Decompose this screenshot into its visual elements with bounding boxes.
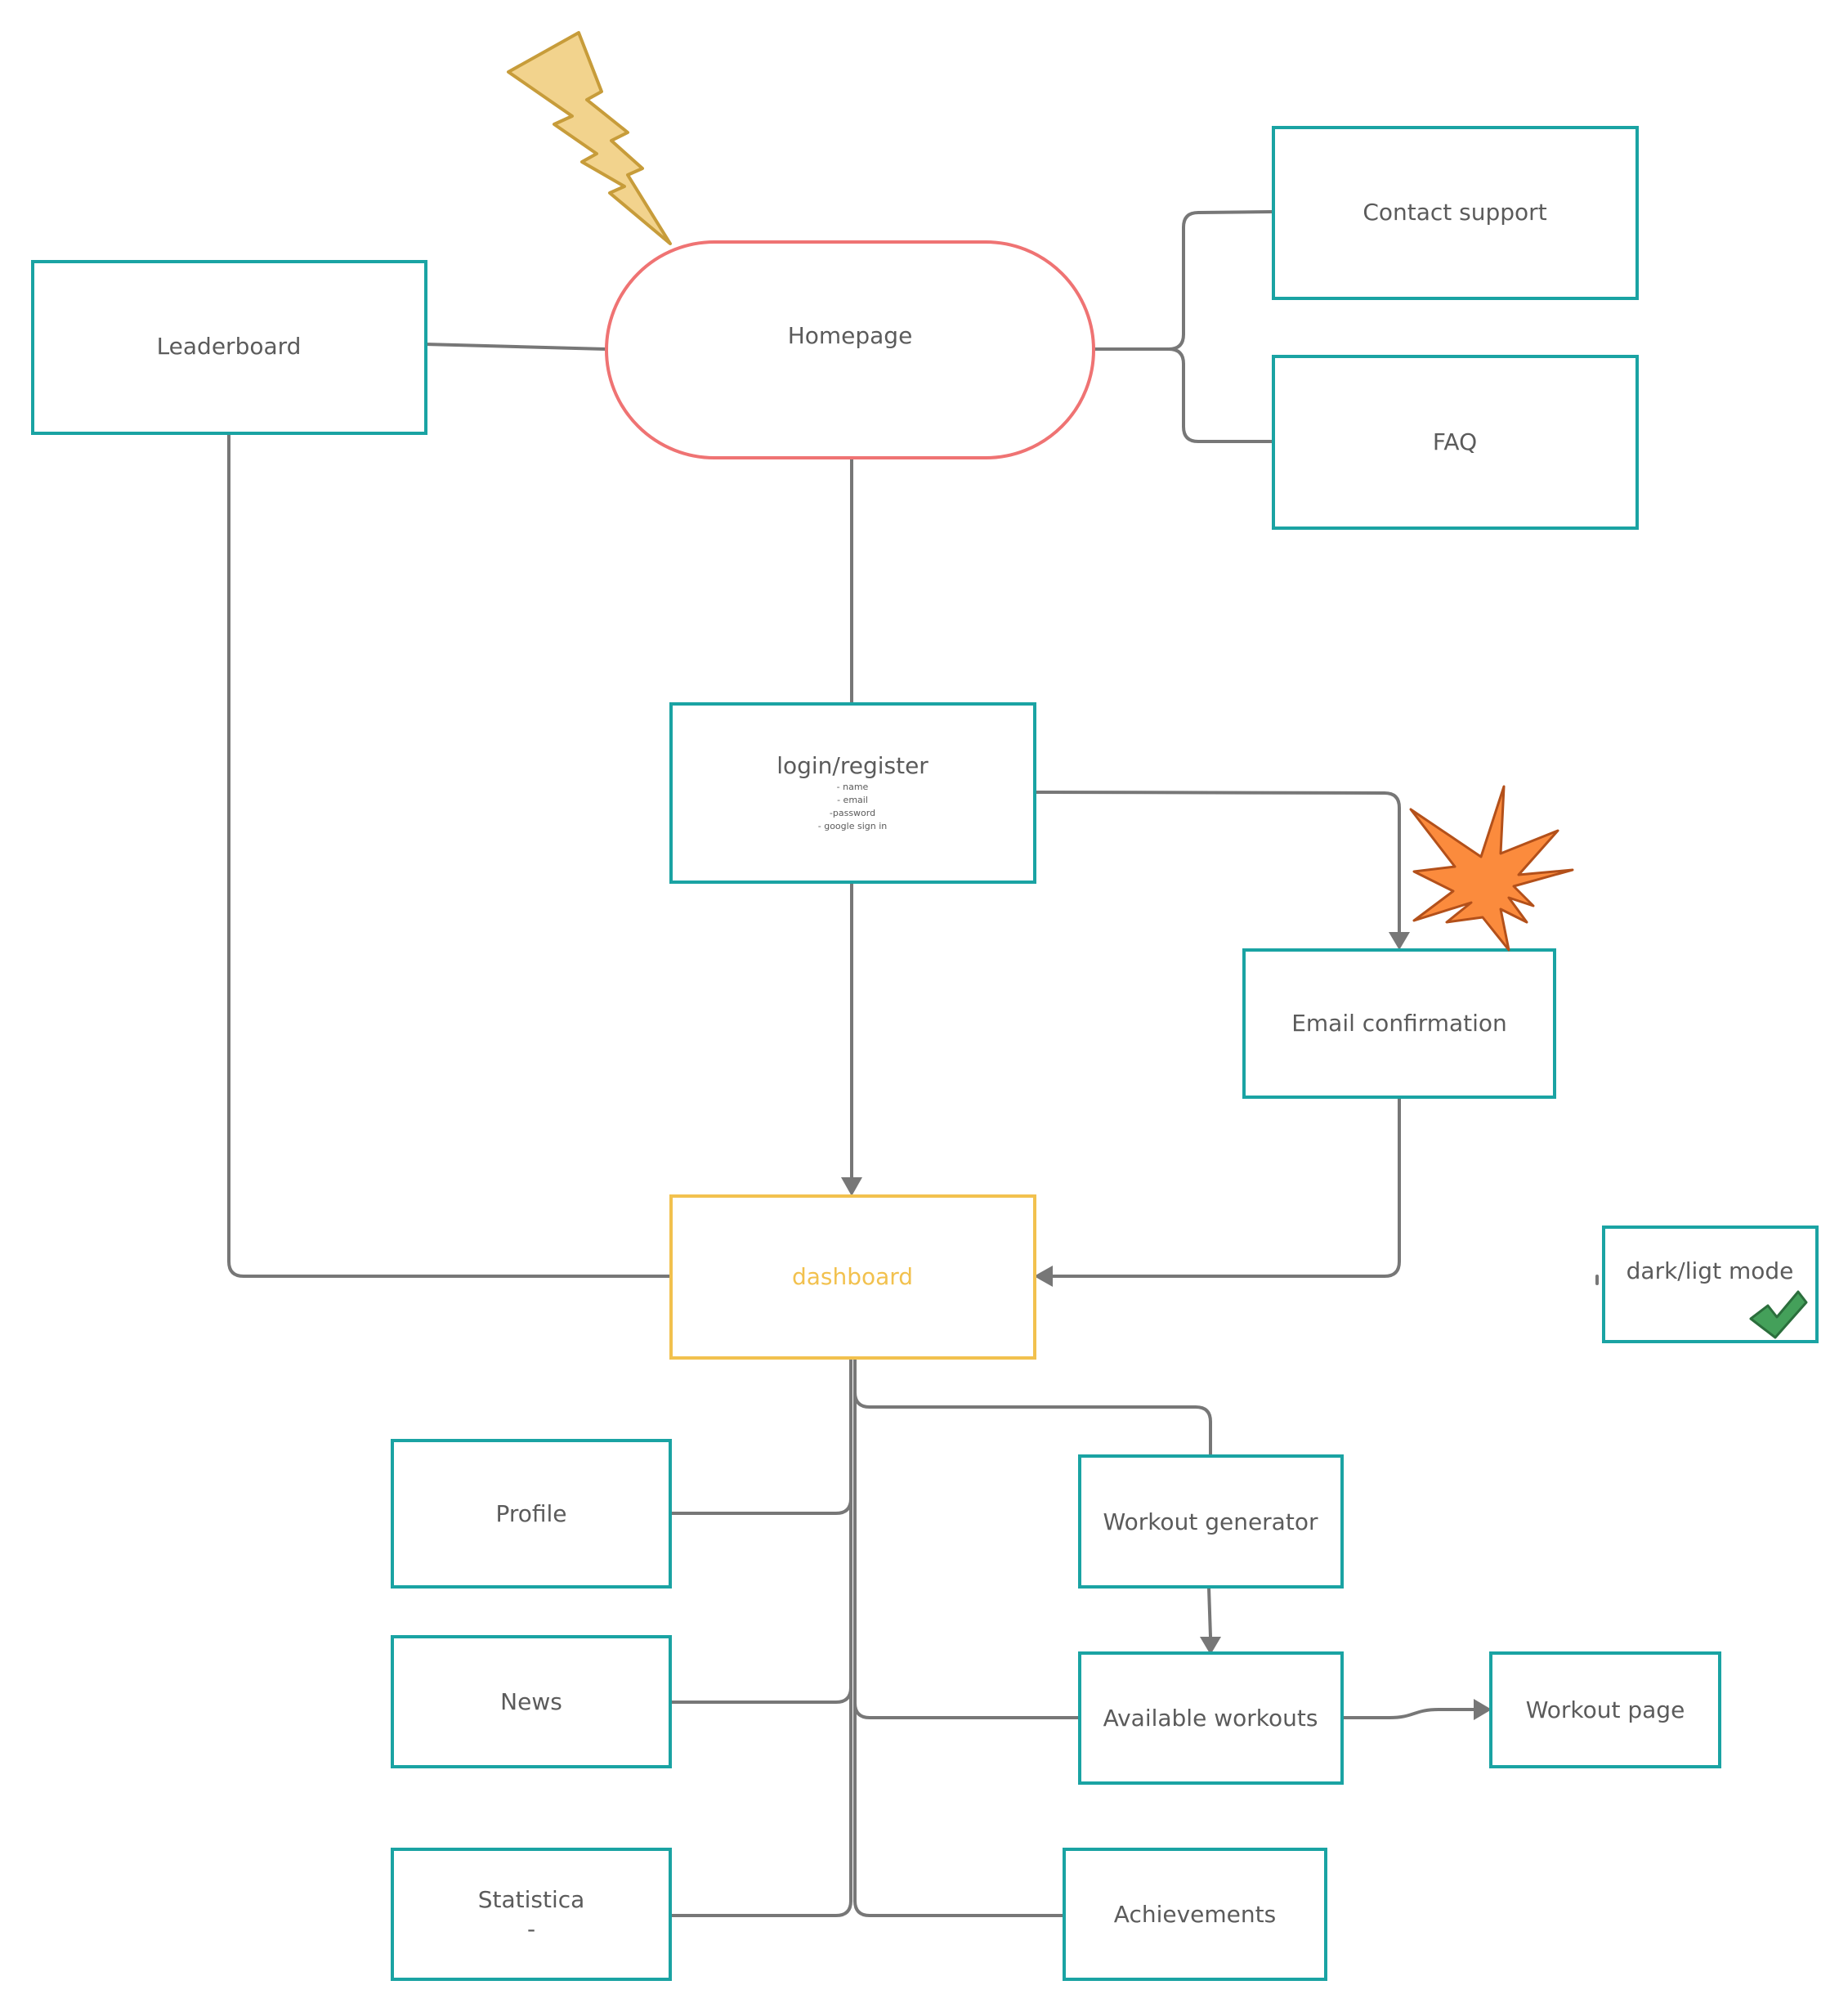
node-email-confirmation[interactable]: Email confirmation [1242, 948, 1556, 1099]
edge-leaderboard-dashboard [227, 432, 672, 1278]
homepage-shape [605, 240, 1095, 459]
arrow-available-workout-page [1474, 1699, 1492, 1720]
email-confirmation-box [1242, 948, 1556, 1099]
node-profile[interactable]: Profile [391, 1439, 672, 1589]
login-detail-password: -password [830, 808, 875, 818]
node-leaderboard[interactable]: Leaderboard [31, 260, 427, 435]
checkmark-icon [1749, 1290, 1808, 1339]
achievements-box [1063, 1848, 1327, 1981]
arrow-generator-available [1200, 1637, 1221, 1655]
login-register-title: login/register [776, 752, 928, 779]
node-workout-page[interactable]: Workout page [1489, 1651, 1721, 1768]
edges [227, 210, 1599, 1917]
login-detail-google: - google sign in [818, 821, 888, 831]
edge-dashboard-workout-generator [853, 1391, 1212, 1457]
statistica-title: Statistica [478, 1886, 585, 1913]
node-login-register[interactable]: login/register - name - email -password … [669, 702, 1036, 884]
faq-box [1272, 355, 1639, 530]
dark-light-mode-label: dark/ligt mode [1627, 1257, 1794, 1284]
contact-support-label: Contact support [1363, 199, 1546, 226]
workout-page-label: Workout page [1526, 1696, 1685, 1723]
edge-dashboard-available-workouts [853, 1701, 1081, 1719]
login-detail-name: - name [837, 782, 869, 792]
news-label: News [500, 1688, 562, 1715]
homepage-label: Homepage [788, 322, 913, 349]
contact-support-box [1272, 126, 1639, 300]
explosion-burst-icon [1409, 785, 1574, 952]
faq-label: FAQ [1433, 428, 1477, 455]
dashboard-box [669, 1194, 1036, 1360]
node-workout-generator[interactable]: Workout generator [1078, 1454, 1344, 1589]
edge-dashboard-statistica [669, 1899, 852, 1917]
node-contact-support[interactable]: Contact support [1272, 126, 1639, 300]
arrow-email-dashboard [1034, 1266, 1053, 1287]
statistica-sub: - [527, 1916, 535, 1943]
arrow-login-email [1389, 932, 1410, 950]
dashboard-label: dashboard [792, 1263, 913, 1290]
node-dashboard[interactable]: dashboard [669, 1194, 1036, 1360]
leaderboard-label: Leaderboard [157, 333, 302, 360]
workout-generator-label: Workout generator [1103, 1508, 1318, 1535]
email-confirmation-label: Email confirmation [1291, 1010, 1507, 1037]
statistica-box [391, 1848, 672, 1981]
available-workouts-label: Available workouts [1103, 1705, 1318, 1732]
node-statistica[interactable]: Statistica - [391, 1848, 672, 1981]
dark-light-mode-box [1602, 1226, 1819, 1343]
profile-label: Profile [495, 1500, 566, 1527]
lightning-bolt-icon [507, 31, 672, 245]
achievements-label: Achievements [1114, 1901, 1276, 1928]
edge-login-email [1033, 791, 1401, 934]
profile-box [391, 1439, 672, 1589]
edge-dashboard-profile [669, 1497, 852, 1515]
edge-generator-available [1207, 1586, 1212, 1638]
node-homepage[interactable]: Homepage [605, 240, 1095, 459]
node-available-workouts[interactable]: Available workouts [1078, 1651, 1344, 1785]
arrow-login-dashboard [841, 1177, 862, 1196]
edge-dashboard-news [669, 1686, 852, 1704]
edge-homepage-contact-support [1092, 210, 1274, 351]
edge-available-workout-page [1340, 1708, 1475, 1719]
workout-page-box [1489, 1651, 1721, 1768]
node-faq[interactable]: FAQ [1272, 355, 1639, 530]
edge-email-dashboard [1051, 1096, 1401, 1278]
available-workouts-box [1078, 1651, 1344, 1785]
node-dark-light-mode[interactable]: dark/ligt mode [1602, 1226, 1819, 1343]
news-box [391, 1635, 672, 1768]
edge-homepage-faq [1167, 347, 1274, 443]
edge-dashboard-achievements [853, 1899, 1065, 1917]
node-news[interactable]: News [391, 1635, 672, 1768]
login-detail-email: - email [837, 795, 868, 805]
leaderboard-box [31, 260, 427, 435]
edge-leaderboard-homepage [423, 343, 607, 351]
workout-generator-box [1078, 1454, 1344, 1589]
login-register-box [669, 702, 1036, 884]
node-achievements[interactable]: Achievements [1063, 1848, 1327, 1981]
